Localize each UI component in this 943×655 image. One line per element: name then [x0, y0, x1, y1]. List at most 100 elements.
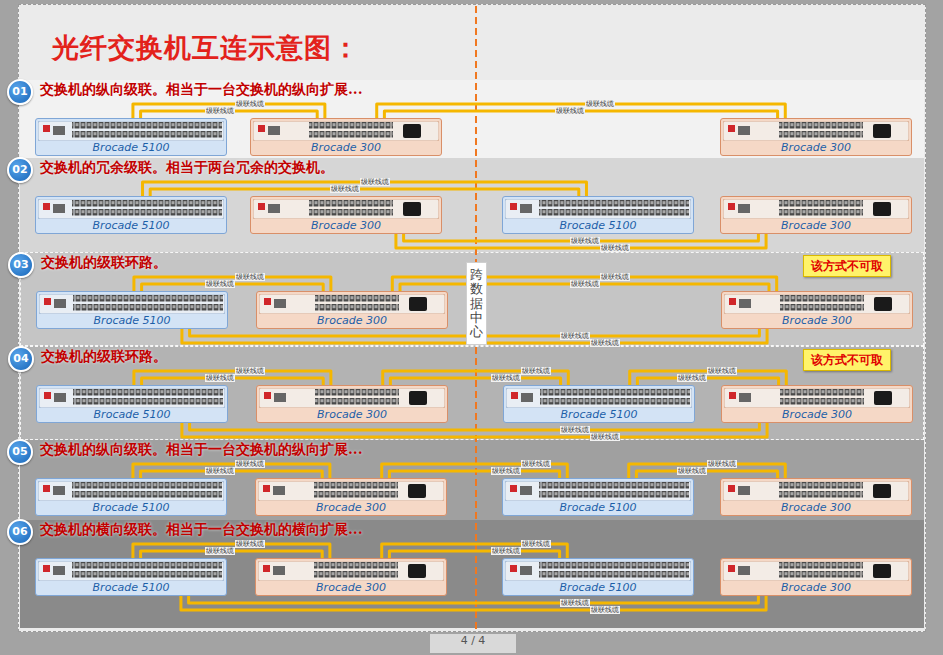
panel-face: [505, 199, 691, 219]
panel-face: [258, 481, 444, 501]
cable-label: 级联线缆: [205, 467, 235, 475]
logo-mark: [264, 298, 271, 305]
switch-front-panel: [38, 481, 224, 501]
cable-label: 级联线缆: [600, 273, 630, 281]
port-array: [73, 295, 223, 313]
panel-face: [38, 561, 224, 581]
panel-face: [723, 481, 909, 501]
section-heading: 交换机的级联环路。: [41, 253, 167, 271]
device-label: Brocade 5100: [503, 219, 693, 232]
switch-front-panel: [505, 481, 691, 501]
port-array: [539, 482, 689, 500]
panel-face: [723, 199, 909, 219]
device-label: Brocade 5100: [504, 408, 694, 421]
section-band: 交换机的纵向级联。相当于一台交换机的纵向扩展...01Brocade 5100B…: [20, 80, 924, 158]
mgmt-port: [53, 204, 65, 213]
switch-front-panel: [38, 561, 224, 581]
section-heading: 交换机的纵向级联。相当于一台交换机的纵向扩展...: [40, 80, 363, 98]
mgmt-port: [273, 486, 285, 495]
callout-number: 03: [8, 252, 34, 278]
mgmt-port: [520, 566, 532, 575]
switch-5100: Brocade 5100: [35, 118, 227, 156]
callout-number: 01: [7, 79, 33, 105]
port-array: [309, 122, 393, 140]
mgmt-port: [273, 566, 285, 575]
callout-number: 03: [10, 254, 32, 276]
device-label: Brocade 300: [721, 581, 911, 594]
cable-label: 级联线缆: [235, 540, 265, 548]
mgmt-port: [274, 299, 286, 308]
device-label: Brocade 5100: [36, 141, 226, 154]
cable-label: 级联线缆: [677, 467, 707, 475]
panel-face: [38, 481, 224, 501]
power-socket: [873, 484, 891, 498]
port-array: [540, 389, 690, 407]
mgmt-port: [738, 486, 750, 495]
cable-label: 级联线缆: [707, 460, 737, 468]
mgmt-port: [53, 126, 65, 135]
device-label: Brocade 5100: [503, 581, 693, 594]
panel-face: [39, 388, 225, 408]
port-array: [780, 389, 864, 407]
cable-label: 级联线缆: [560, 426, 590, 434]
panel-face: [38, 121, 224, 141]
warning-note: 该方式不可取: [803, 349, 891, 371]
logo-mark: [44, 392, 51, 399]
switch-front-panel: [723, 199, 909, 219]
callout-number: 01: [9, 81, 31, 103]
section-band: 交换机的冗余级联。相当于两台冗余的交换机。02Brocade 5100Broca…: [20, 158, 924, 252]
page-title: 光纤交换机互连示意图：: [52, 30, 360, 66]
port-array: [73, 389, 223, 407]
logo-mark: [258, 125, 265, 132]
switch-5100: Brocade 5100: [35, 558, 227, 596]
port-array: [72, 562, 222, 580]
power-socket: [873, 124, 891, 138]
cable-label: 级联线缆: [707, 367, 737, 375]
cable-label: 级联线缆: [205, 280, 235, 288]
panel-face: [39, 294, 225, 314]
port-array: [72, 482, 222, 500]
site-span-label: 跨数据中心: [466, 262, 487, 345]
port-array: [309, 200, 393, 218]
panel-face: [258, 561, 444, 581]
cable-label: 级联线缆: [235, 273, 265, 281]
cable-label: 级联线缆: [560, 332, 590, 340]
device-label: Brocade 300: [721, 219, 911, 232]
section-band: 交换机的级联环路。04该方式不可取Brocade 5100Brocade 300…: [20, 346, 924, 440]
power-socket: [403, 202, 421, 216]
switch-5100: Brocade 5100: [502, 558, 694, 596]
mgmt-port: [520, 486, 532, 495]
power-socket: [873, 202, 891, 216]
panel-face: [38, 199, 224, 219]
logo-mark: [43, 125, 50, 132]
cable-label: 级联线缆: [570, 280, 600, 288]
logo-mark: [263, 485, 270, 492]
callout-number: 02: [7, 157, 33, 183]
warning-text: 该方式不可取: [811, 258, 883, 274]
mgmt-port: [54, 393, 66, 402]
logo-mark: [263, 565, 270, 572]
switch-front-panel: [506, 388, 692, 408]
warning-text: 该方式不可取: [811, 352, 883, 368]
switch-5100: Brocade 5100: [502, 478, 694, 516]
cable-label: 级联线缆: [600, 244, 630, 252]
switch-5100: Brocade 5100: [503, 385, 695, 423]
callout-number: 06: [9, 521, 31, 543]
switch-300: Brocade 300: [720, 196, 912, 234]
logo-mark: [510, 565, 517, 572]
section-band: 交换机的横向级联。相当于一台交换机的横向扩展...06Brocade 5100B…: [20, 520, 924, 628]
page-number: 4 / 4: [430, 634, 516, 653]
cable-label: 级联线缆: [590, 433, 620, 441]
power-socket: [873, 564, 891, 578]
cable-label: 级联线缆: [521, 540, 551, 548]
port-array: [779, 200, 863, 218]
cable-label: 级联线缆: [590, 606, 620, 614]
switch-front-panel: [259, 294, 445, 314]
panel-face: [259, 388, 445, 408]
power-socket: [403, 124, 421, 138]
mgmt-port: [53, 566, 65, 575]
warning-note: 该方式不可取: [803, 255, 891, 277]
cable-label: 级联线缆: [360, 178, 390, 186]
device-label: Brocade 5100: [503, 501, 693, 514]
panel-face: [724, 294, 910, 314]
